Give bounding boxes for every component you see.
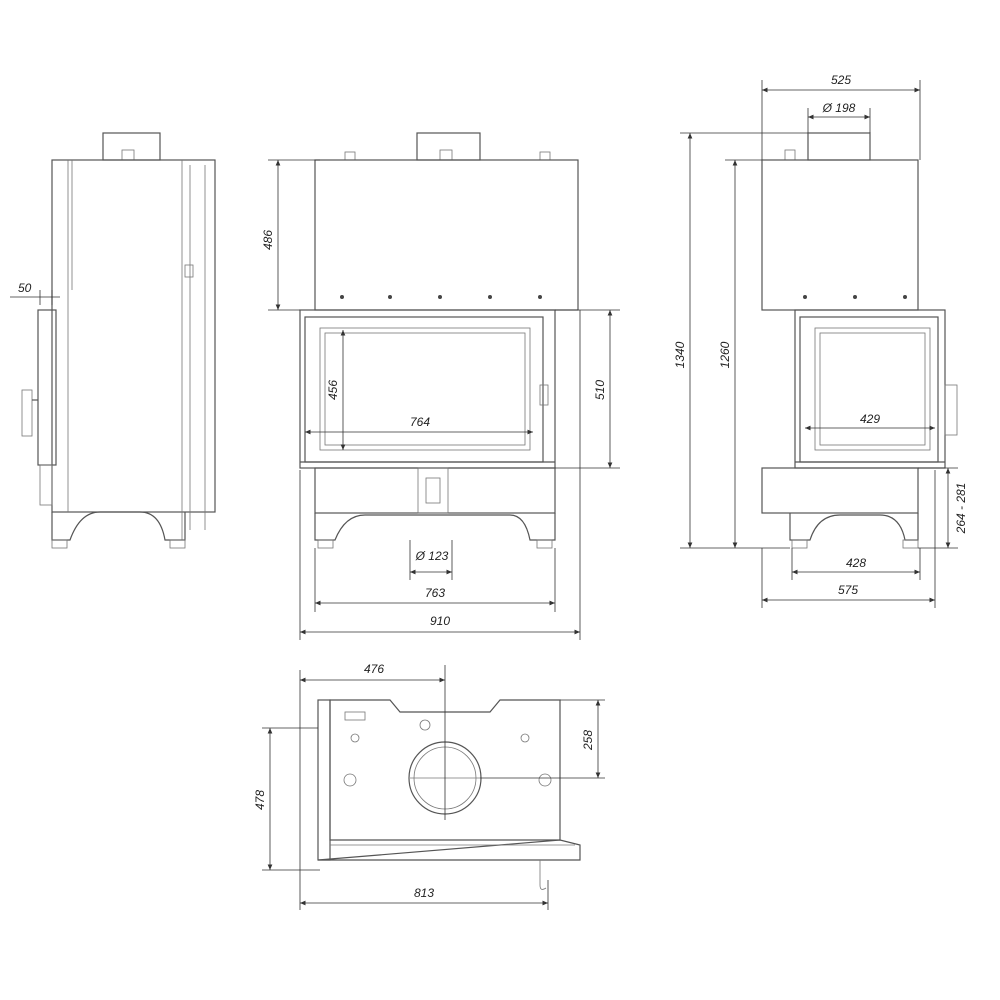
dim-flue-diameter: Ø 123 <box>415 549 449 563</box>
dim-door-height: 510 <box>593 380 607 400</box>
dim-top-width: 525 <box>831 73 851 87</box>
dim-collar-diameter: Ø 198 <box>822 101 856 115</box>
dim-corner-total-width: 575 <box>838 583 858 597</box>
dim-upper-height: 486 <box>261 230 275 250</box>
dim-total-height: 1340 <box>673 341 687 368</box>
dim-glass-height: 456 <box>326 380 340 400</box>
dim-width: 813 <box>414 886 434 900</box>
dim-corner-base-width: 428 <box>846 556 866 570</box>
side-view: 50 <box>10 132 216 549</box>
front-bolts <box>340 295 542 299</box>
dim-body-height: 1260 <box>718 341 732 368</box>
dim-total-width: 910 <box>430 614 450 628</box>
plan-view: 476 258 478 813 <box>253 662 605 910</box>
dim-collar-offset: 476 <box>364 662 384 676</box>
dim-depth-offset: 50 <box>18 281 32 295</box>
dim-base-height: 264 - 281 <box>954 483 968 535</box>
dim-corner-glass-width: 429 <box>860 412 880 426</box>
corner-view: 525 Ø 198 1340 1260 429 264 - 281 428 57… <box>673 73 968 608</box>
dim-base-width: 763 <box>425 586 445 600</box>
dim-collar-depth: 258 <box>581 730 595 751</box>
dim-depth: 478 <box>253 790 267 810</box>
front-view: 486 456 764 510 Ø 123 763 910 <box>261 132 620 640</box>
dim-glass-width: 764 <box>410 415 430 429</box>
